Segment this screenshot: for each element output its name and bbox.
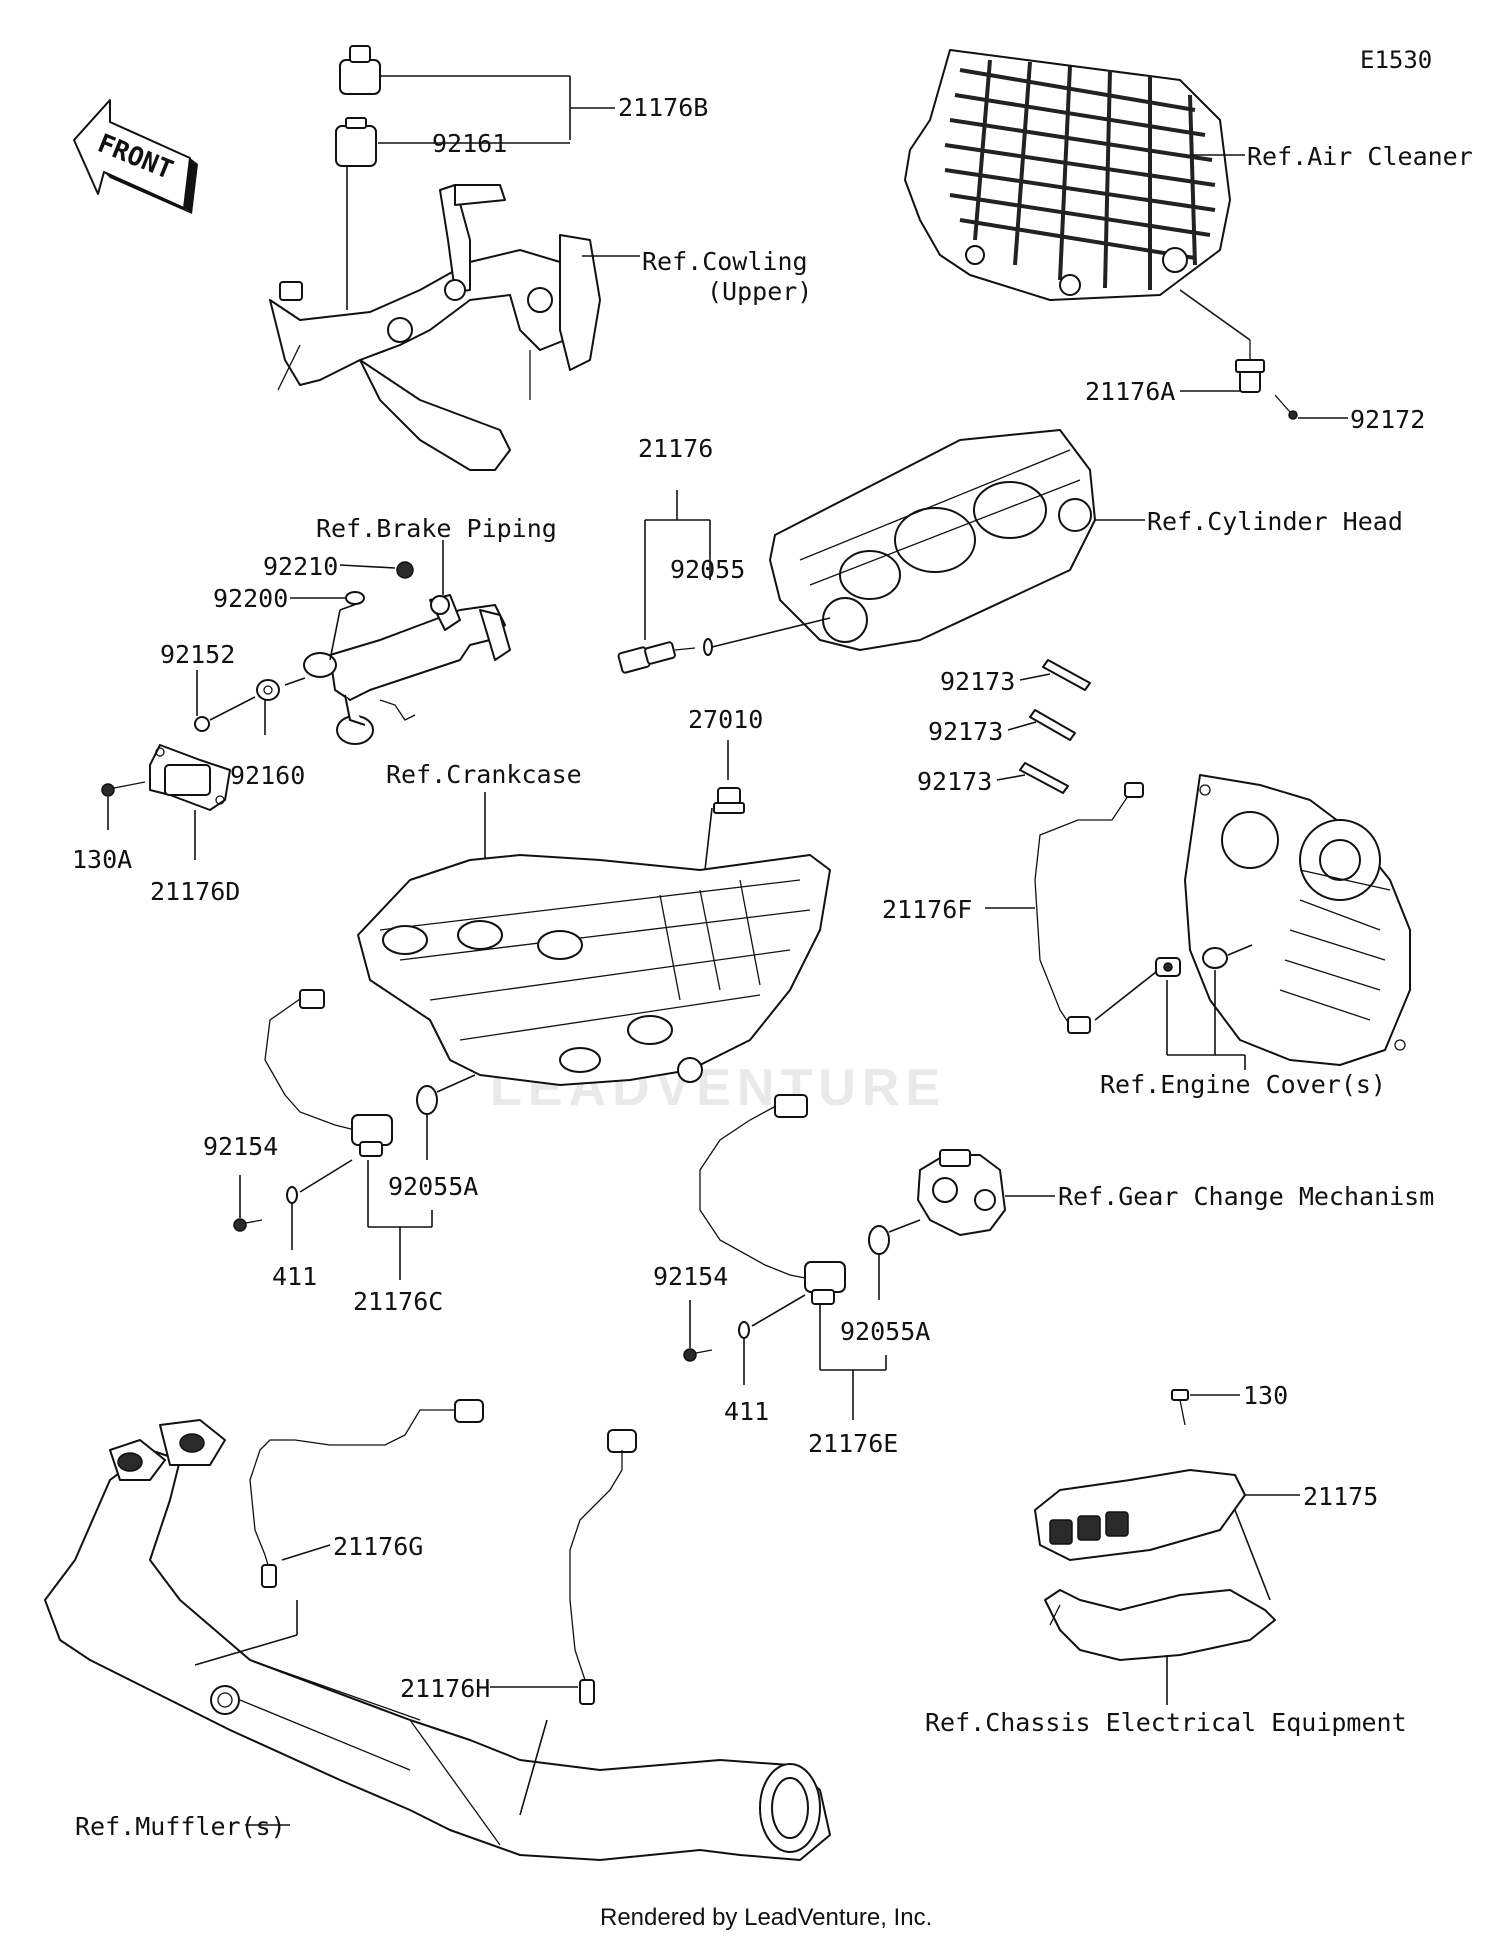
label-ref-crankcase: Ref.Crankcase bbox=[386, 760, 582, 789]
label-92161: 92161 bbox=[432, 129, 507, 158]
washer-411-right-icon bbox=[738, 1321, 750, 1339]
diagram-code: E1530 bbox=[1360, 46, 1432, 74]
label-21176F: 21176F bbox=[882, 895, 972, 924]
sensor-21176E-icon bbox=[699, 1094, 846, 1305]
oring-92055A-right-icon bbox=[868, 1225, 890, 1255]
cowling-bracket-icon bbox=[269, 184, 601, 471]
sensor-21176F-icon bbox=[1034, 782, 1144, 1034]
label-ref-mufflers: Ref.Muffler(s) bbox=[75, 1812, 286, 1841]
gear-change-mechanism-icon bbox=[917, 1149, 1006, 1236]
label-92173-a: 92173 bbox=[940, 667, 1015, 696]
label-ref-air-cleaner: Ref.Air Cleaner bbox=[1247, 142, 1473, 171]
footer-text: Rendered by LeadVenture, Inc. bbox=[600, 1904, 932, 1931]
label-21176E: 21176E bbox=[808, 1429, 898, 1458]
chassis-bracket-icon bbox=[1044, 1589, 1276, 1661]
label-92173-b: 92173 bbox=[928, 717, 1003, 746]
label-21176A: 21176A bbox=[1085, 377, 1175, 406]
bolt-92154-right-icon bbox=[683, 1348, 713, 1362]
sensor-21176-icon bbox=[617, 641, 696, 674]
label-92172: 92172 bbox=[1350, 405, 1425, 434]
label-411-right: 411 bbox=[724, 1397, 769, 1426]
label-92173-c: 92173 bbox=[917, 767, 992, 796]
nut-92210-icon bbox=[396, 561, 414, 579]
label-92210: 92210 bbox=[263, 552, 338, 581]
label-21176H: 21176H bbox=[400, 1674, 490, 1703]
label-21176C: 21176C bbox=[353, 1287, 443, 1316]
label-ref-brake-piping: Ref.Brake Piping bbox=[316, 514, 557, 543]
switch-27010-icon bbox=[713, 787, 745, 814]
label-ref-chassis-elec: Ref.Chassis Electrical Equipment bbox=[925, 1708, 1407, 1737]
label-ref-cowling-1: Ref.Cowling bbox=[642, 247, 808, 276]
bolt-92154-left-icon bbox=[233, 1218, 263, 1232]
muffler-icon bbox=[44, 1419, 831, 1861]
o2-sensor-21176H-icon bbox=[569, 1429, 637, 1705]
label-21176G: 21176G bbox=[333, 1532, 423, 1561]
o2-sensor-21176G-icon bbox=[249, 1399, 484, 1588]
label-92160: 92160 bbox=[230, 761, 305, 790]
label-21176B: 21176B bbox=[618, 93, 708, 122]
label-92152: 92152 bbox=[160, 640, 235, 669]
label-92055A-left: 92055A bbox=[388, 1172, 478, 1201]
collar-92152-icon bbox=[194, 716, 210, 732]
label-21176D: 21176D bbox=[150, 877, 240, 906]
screw-92172-icon bbox=[1274, 394, 1298, 420]
label-ref-cylinder-head: Ref.Cylinder Head bbox=[1147, 507, 1403, 536]
air-cleaner-icon bbox=[904, 49, 1231, 301]
label-92154-right: 92154 bbox=[653, 1262, 728, 1291]
label-130A: 130A bbox=[72, 845, 132, 874]
oring-92055A-left-icon bbox=[416, 1085, 438, 1115]
control-unit-21175-icon bbox=[1034, 1469, 1246, 1561]
washer-411-left-icon bbox=[286, 1186, 298, 1204]
grommet-92160-icon bbox=[256, 679, 280, 701]
front-arrow-icon: FRONT bbox=[73, 99, 198, 214]
crankcase-icon bbox=[357, 854, 831, 1086]
brake-piping-bracket-icon bbox=[303, 594, 511, 745]
sensor-21176D-icon bbox=[149, 744, 231, 811]
engine-cover-icon bbox=[1184, 774, 1411, 1066]
label-411-left: 411 bbox=[272, 1262, 317, 1291]
sensor-21176B-icon bbox=[335, 45, 381, 167]
bolt-130A-icon bbox=[101, 781, 146, 797]
washer-engine-cover-icon bbox=[1202, 947, 1228, 969]
label-130: 130 bbox=[1243, 1381, 1288, 1410]
label-ref-engine-covers: Ref.Engine Cover(s) bbox=[1100, 1070, 1386, 1099]
label-21175: 21175 bbox=[1303, 1482, 1378, 1511]
plug-engine-cover-icon bbox=[1155, 957, 1181, 977]
label-21176: 21176 bbox=[638, 434, 713, 463]
sensor-21176C-icon bbox=[264, 989, 393, 1157]
label-ref-gear-change: Ref.Gear Change Mechanism bbox=[1058, 1182, 1434, 1211]
oring-92055-icon bbox=[703, 638, 713, 656]
band-92173-icon bbox=[1019, 659, 1091, 794]
label-92055A-right: 92055A bbox=[840, 1317, 930, 1346]
label-27010: 27010 bbox=[688, 705, 763, 734]
label-92154-left: 92154 bbox=[203, 1132, 278, 1161]
label-92055: 92055 bbox=[670, 555, 745, 584]
sensor-21176A-icon bbox=[1235, 340, 1265, 393]
label-92200: 92200 bbox=[213, 584, 288, 613]
bolt-130-icon bbox=[1171, 1389, 1189, 1426]
label-ref-cowling-2: (Upper) bbox=[707, 277, 812, 306]
cylinder-head-icon bbox=[769, 429, 1096, 651]
